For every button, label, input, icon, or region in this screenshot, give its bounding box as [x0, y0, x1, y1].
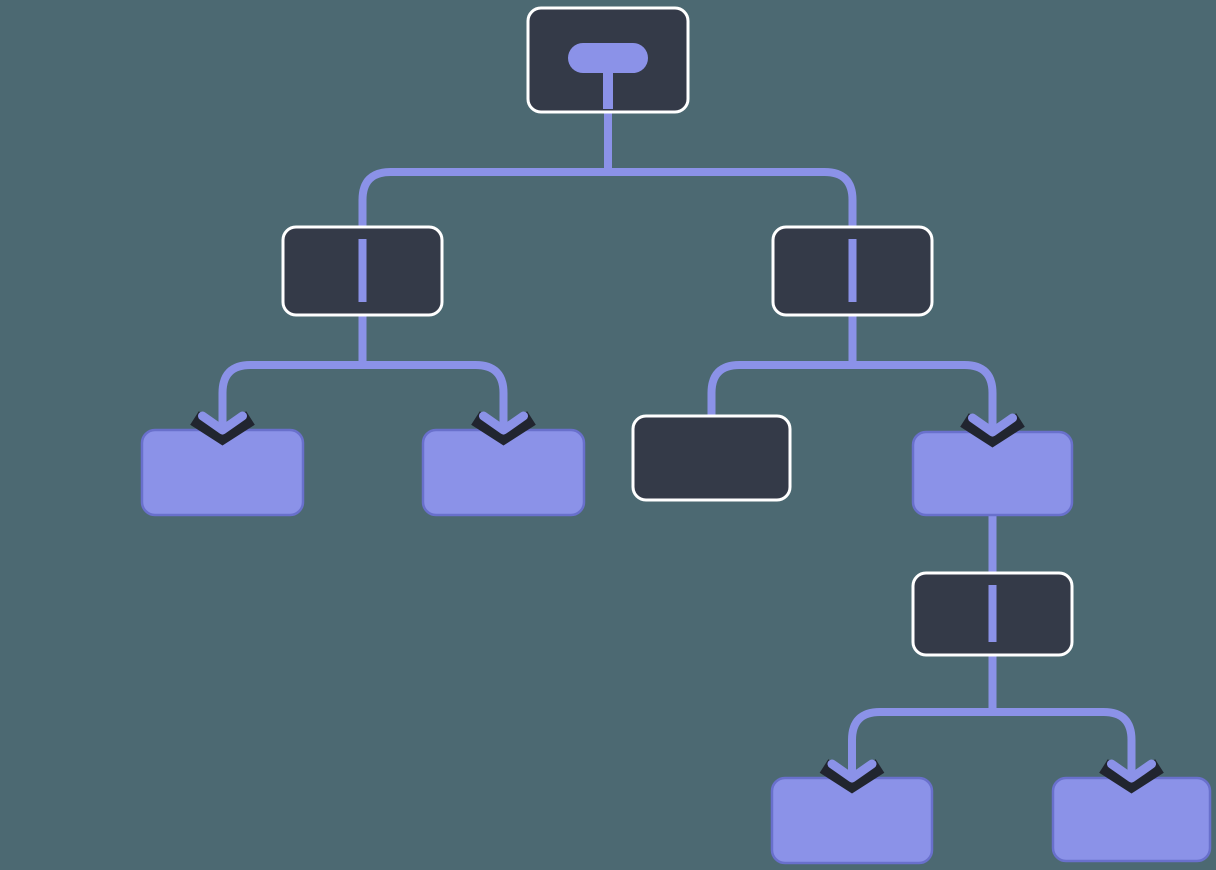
- tree-node-branch-bottom: [911, 571, 1074, 657]
- arrowhead-chevron: [1107, 759, 1156, 783]
- arrowhead-chevron: [968, 413, 1017, 437]
- arrowhead-down-icon: [1099, 759, 1164, 794]
- connector-root: [358, 112, 857, 227]
- root-pill-icon: [568, 43, 648, 73]
- arrowhead-outline: [471, 411, 536, 446]
- arrowhead-outline: [1099, 759, 1164, 794]
- arrowhead-chevron: [479, 411, 528, 435]
- tree-node-branch-right: [771, 225, 934, 317]
- arrowhead-down-icon: [471, 411, 536, 446]
- arrowhead-outline: [960, 413, 1025, 448]
- arrowhead-chevron: [827, 759, 877, 783]
- tree-node-node-dark: [631, 414, 792, 502]
- tree-node-root: [526, 6, 690, 114]
- connector-branch-right: [707, 315, 997, 430]
- arrowhead-down-icon: [190, 411, 255, 446]
- arrowhead-outline: [190, 411, 255, 446]
- arrowhead-chevron: [198, 411, 247, 435]
- arrowhead-outline: [819, 759, 885, 794]
- connector-branch-left: [218, 315, 508, 428]
- connector-branch-bottom: [848, 655, 1136, 776]
- node-box: [631, 414, 792, 502]
- arrowhead-down-icon: [819, 759, 885, 794]
- arrowhead-down-icon: [960, 413, 1025, 448]
- tree-node-branch-left: [281, 225, 444, 317]
